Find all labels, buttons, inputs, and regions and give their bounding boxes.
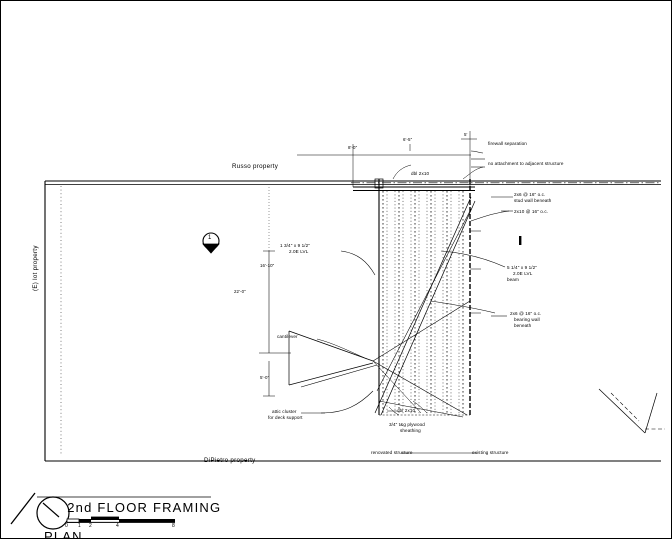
title-slash (10, 492, 36, 525)
corner-detail-dashed-1 (610, 392, 640, 422)
leader-firewall-1 (470, 150, 484, 154)
annotation-dbl-joist-bottom: dbl 2x10 (397, 408, 416, 413)
dimension-top-left: 8'-0" (348, 145, 358, 150)
cantilever-ray-3 (372, 360, 422, 414)
leader-firewall-4 (462, 166, 484, 180)
leader-attic-cluster (320, 390, 374, 414)
dimension-left-upper: 16'-10" (260, 263, 275, 268)
dimension-top-far-right: 5' (464, 132, 468, 137)
annotation-bearing-line1: 2x6 @ 16" o.c. (510, 311, 542, 316)
annotation-studwall-line2: stud wall beneath (514, 198, 552, 203)
post-symbol (519, 236, 522, 245)
sheet-title-line1: 2nd FLOOR FRAMING (67, 500, 222, 515)
dimension-top-right: 6'-5" (403, 137, 413, 142)
leader-dbl-joist-bottom (388, 406, 400, 416)
annotation-sheathing-line1: 3/4" t&g plywood (389, 422, 425, 427)
scale-tick-8: 8 (172, 523, 175, 529)
annotation-bearing-line3: beneath (514, 323, 532, 328)
annotation-dbl-joist-top: dbl 2x10 (411, 171, 430, 176)
leader-lvl-left (340, 250, 376, 276)
annotation-firewall-line1: firewall separation (488, 141, 527, 146)
annotation-existing: existing structure (472, 450, 509, 455)
diagonal-brace-2 (380, 200, 476, 416)
scale-tick-1: 1 (78, 523, 81, 529)
deck-edge-bottom (288, 362, 374, 386)
annotation-attic-line1: attic cluster (272, 409, 297, 414)
annotation-lvl-left-line1: 1 3/4" x 9 1/2" (280, 243, 311, 248)
scale-tick-4: 4 (116, 523, 119, 529)
annotation-studwall-line1: 2x6 @ 16" o.c. (514, 192, 546, 197)
annotation-lvl-left-line2: 2.0E LVL (289, 249, 309, 254)
detail-marker-number: 1 (208, 235, 212, 241)
title-circle-slash (42, 502, 60, 518)
annotation-sheathing-line2: sheathing (400, 428, 421, 433)
annotation-attic-line2: for deck support (268, 415, 303, 420)
joist-lines (386, 191, 460, 414)
detail-marker-arrow (202, 243, 220, 254)
diagonal-brace-3 (376, 208, 472, 392)
scale-tick-0: 0 (65, 523, 68, 529)
leader-dbl-joist-top (392, 164, 412, 180)
sheet-title-line2: PLAN (44, 529, 83, 539)
cantilever-ray-1 (372, 300, 471, 362)
cantilever-ray-2 (372, 360, 468, 416)
annotation-lvl-beam-line1: 5 1/4" x 9 1/2" (507, 265, 538, 270)
label-left-property: (E) lot property (32, 245, 39, 291)
label-bottom-property: DiPietro property (204, 457, 256, 464)
lower-diagonal (378, 400, 464, 418)
scale-bar (66, 516, 175, 523)
leader-bearing-wall (430, 300, 496, 314)
dimension-left-outer: 22'-0" (234, 289, 246, 294)
diagonal-brace-1 (374, 196, 472, 414)
leader-lvl-right (470, 210, 510, 222)
annotation-lvl-right: 2x10 @ 16" o.c. (514, 209, 549, 214)
annotation-lvl-beam-line3: beam (507, 277, 519, 282)
label-top-property: Russo property (232, 163, 279, 170)
scale-tick-2: 2 (89, 523, 92, 529)
post-block (374, 178, 384, 189)
leader-lvl-beam (440, 250, 506, 268)
dimension-left-lower: 5'-0" (260, 375, 270, 380)
sheet-title: 2nd FLOOR FRAMING PLAN (44, 485, 222, 538)
leader-cantilever (316, 338, 368, 360)
corner-detail-line-1 (598, 388, 646, 434)
annotation-renovated: renovated structure (371, 450, 413, 455)
annotation-firewall-line2: no attachment to adjacent structure (488, 161, 564, 166)
annotation-cantilever: cantilever (277, 334, 298, 339)
annotation-lvl-beam-line2: 2.0E LVL (513, 271, 533, 276)
deck-edge-top (288, 330, 374, 362)
annotation-bearing-line2: bearing wall (514, 317, 540, 322)
corner-detail-line-2 (644, 392, 658, 434)
deck-edge-bottom-2 (300, 364, 378, 388)
leader-sheathing (412, 400, 428, 414)
